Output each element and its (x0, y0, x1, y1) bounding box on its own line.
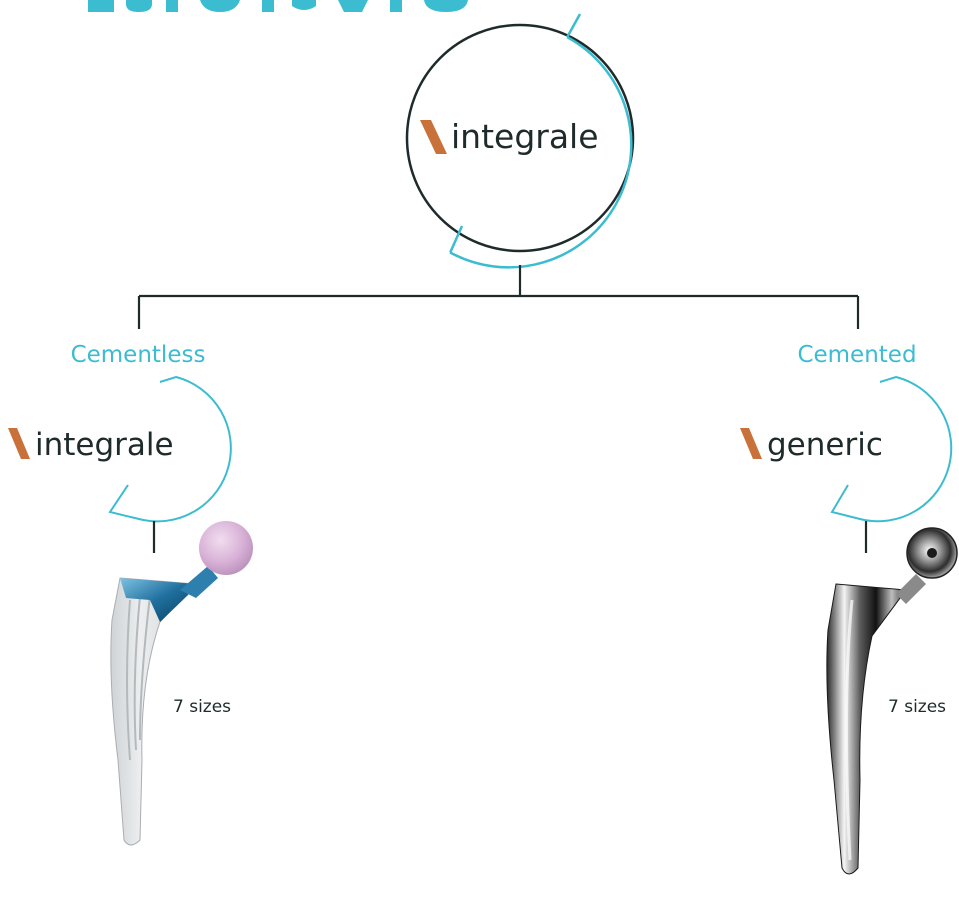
root-accent-arc (449, 36, 633, 269)
branch-sizes-label: 7 sizes (173, 697, 231, 717)
root-brand-label: integrale (451, 117, 599, 156)
root-accent-arc-end-top (566, 13, 582, 38)
branch-category-label: Cemented (797, 342, 916, 368)
branch-cemented: Cemented generic 7 sizes (740, 342, 958, 875)
root-accent-arc-end-bottom (449, 225, 464, 254)
branch-sizes-label: 7 sizes (888, 697, 946, 717)
polished-femoral-stem-image (826, 527, 958, 875)
coated-femoral-stem-image (110, 521, 253, 846)
slash-mark-icon (740, 428, 762, 459)
branch-accent-arc (830, 375, 953, 523)
slash-mark-icon (420, 120, 447, 154)
slash-mark-icon (8, 428, 30, 459)
tree-connectors (137, 265, 860, 329)
branch-category-label: Cementless (71, 342, 206, 368)
branch-brand-label: integrale (35, 427, 174, 463)
root-circle (405, 23, 635, 253)
cropped-heading (88, 0, 468, 12)
branch-cementless: Cementless integrale 7 sizes (8, 342, 253, 846)
branch-accent-arc (108, 375, 232, 523)
ceramic-head (199, 521, 253, 575)
root-node: integrale (405, 13, 635, 269)
branch-brand-label: generic (767, 427, 883, 463)
